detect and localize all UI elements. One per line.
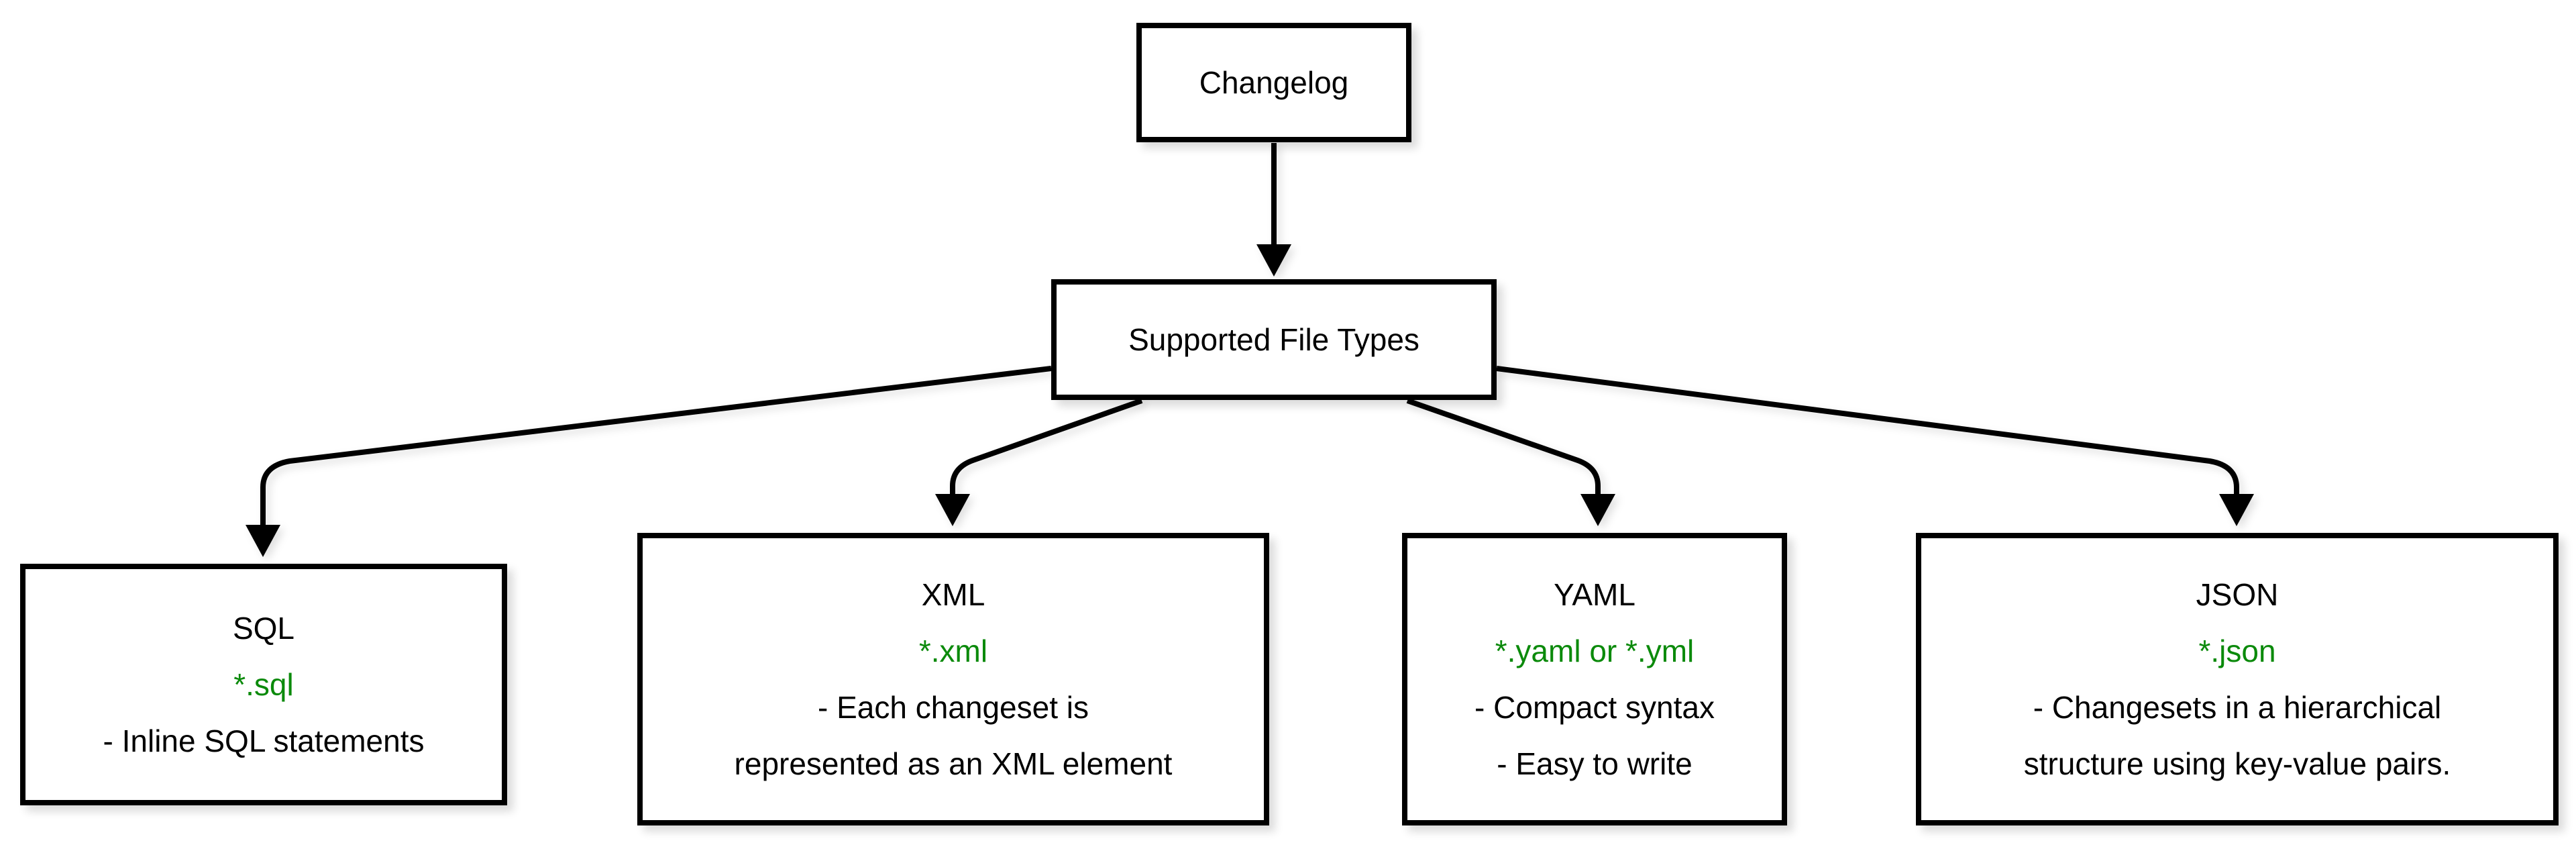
file-type-note: - Compact syntax [1474,690,1715,725]
connector-hub-to-sql [260,366,1052,526]
file-type-note: - Changesets in a hierarchical [2033,690,2442,725]
node-file-type-yaml: YAML *.yaml or *.yml - Compact syntax - … [1402,533,1787,825]
connector-hub-to-xml [950,398,1143,495]
file-type-name: JSON [2196,577,2279,612]
arrowhead-xml [935,494,970,526]
file-type-name: SQL [232,611,295,646]
connector-hub-to-json [1496,366,2239,495]
file-type-extension: *.sql [233,667,294,702]
node-changelog-label: Changelog [1199,65,1349,100]
file-type-extension: *.json [2198,634,2276,668]
arrowhead-sql [246,525,280,557]
file-type-name: YAML [1554,577,1635,612]
file-type-note: - Each changeset is [817,690,1089,725]
node-supported-file-types: Supported File Types [1051,279,1497,400]
node-file-type-json: JSON *.json - Changesets in a hierarchic… [1916,533,2559,825]
file-type-note: structure using key-value pairs. [2023,746,2451,781]
arrowhead-hub [1256,244,1291,277]
node-file-type-xml: XML *.xml - Each changeset is represente… [637,533,1269,825]
file-type-name: XML [921,577,985,612]
node-file-type-sql: SQL *.sql - Inline SQL statements [20,564,507,805]
node-supported-file-types-label: Supported File Types [1128,322,1419,357]
file-type-extension: *.yaml or *.yml [1495,634,1695,668]
file-type-note: represented as an XML element [734,746,1173,781]
file-type-note: - Easy to write [1497,746,1693,781]
file-type-note: - Inline SQL statements [103,723,425,758]
node-changelog: Changelog [1136,23,1411,142]
arrowhead-json [2219,494,2254,526]
connector-hub-to-yaml [1406,398,1601,495]
file-type-extension: *.xml [918,634,988,668]
arrowhead-yaml [1580,494,1615,526]
